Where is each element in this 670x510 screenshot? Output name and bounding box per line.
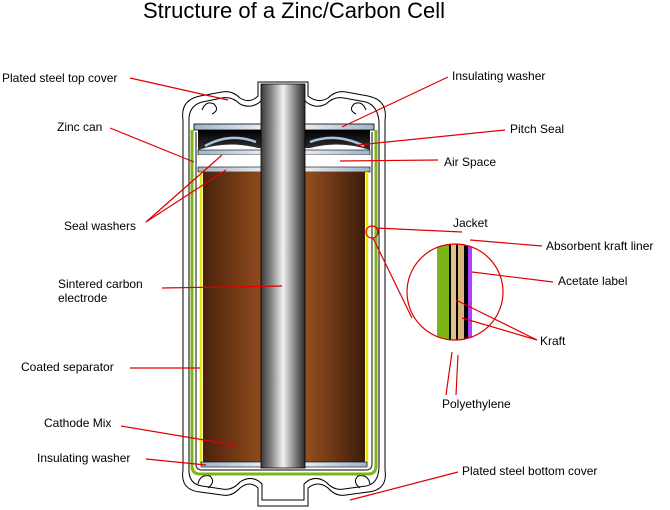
label-coated-separator: Coated separator bbox=[21, 360, 114, 374]
label-insulating-washer-bottom: Insulating washer bbox=[37, 451, 130, 465]
label-air-space: Air Space bbox=[444, 155, 496, 169]
label-zinc-can: Zinc can bbox=[57, 120, 102, 134]
label-polyethylene: Polyethylene bbox=[442, 397, 511, 411]
leader-zinc-can bbox=[109, 127, 195, 163]
detail-connector-upper bbox=[375, 227, 463, 233]
detail-zoom-circle bbox=[406, 243, 504, 341]
detail-polyethylene-2 bbox=[456, 244, 458, 340]
detail-kraft-2 bbox=[458, 244, 464, 340]
pitch-seal-highlight-right bbox=[309, 136, 365, 148]
leader-kraft-2 bbox=[461, 317, 538, 341]
label-jacket: Jacket bbox=[453, 216, 488, 230]
labels: Plated steel top cover Zinc can Seal was… bbox=[2, 69, 653, 501]
leader-absorbent-kraft-liner bbox=[469, 239, 543, 247]
diagram-title: Structure of a Zinc/Carbon Cell bbox=[143, 0, 445, 23]
detail-connector-lower bbox=[372, 237, 413, 319]
cell-body bbox=[182, 81, 386, 507]
detail-absorbent-liner bbox=[464, 244, 468, 340]
pitch-seal-highlight-left bbox=[204, 136, 257, 148]
leader-kraft-1 bbox=[455, 299, 538, 341]
label-bottom-cover: Plated steel bottom cover bbox=[462, 464, 597, 478]
leader-carbon-electrode bbox=[161, 285, 283, 289]
label-kraft: Kraft bbox=[540, 334, 566, 348]
zinc-can bbox=[195, 132, 373, 471]
label-acetate-label: Acetate label bbox=[558, 274, 627, 288]
leader-air-space bbox=[339, 159, 439, 162]
leader-top-cover bbox=[129, 77, 229, 101]
detail-acetate-label bbox=[468, 244, 472, 340]
leader-seal-washers-2 bbox=[145, 169, 227, 223]
leader-polyethylene-2 bbox=[455, 354, 459, 396]
leader-bottom-cover bbox=[349, 471, 459, 501]
label-cathode-mix: Cathode Mix bbox=[44, 416, 111, 430]
top-curl-left bbox=[201, 102, 218, 115]
jacket-detail-zoom bbox=[406, 243, 504, 341]
leader-acetate-label bbox=[471, 271, 554, 283]
detail-kraft-1 bbox=[451, 244, 456, 340]
label-pitch-seal: Pitch Seal bbox=[510, 122, 564, 136]
leader-seal-washers-1 bbox=[145, 154, 223, 223]
label-seal-washers: Seal washers bbox=[64, 219, 136, 233]
bottom-curl-left bbox=[197, 475, 214, 489]
label-insulating-washer-top: Insulating washer bbox=[452, 69, 545, 83]
top-curl-right bbox=[350, 102, 367, 115]
leader-insulating-washer-bottom bbox=[145, 458, 207, 466]
carbon-rod bbox=[260, 83, 306, 469]
label-absorbent-kraft-liner: Absorbent kraft liner bbox=[546, 239, 653, 253]
detail-polyethylene-1 bbox=[449, 244, 451, 340]
leader-pitch-seal bbox=[357, 129, 506, 146]
detail-zinc-layer bbox=[437, 244, 449, 340]
label-carbon-electrode-2: electrode bbox=[58, 291, 108, 305]
leader-polyethylene-1 bbox=[445, 351, 453, 396]
detail-marker-circle bbox=[365, 225, 379, 239]
bottom-curl-right bbox=[354, 475, 371, 489]
label-carbon-electrode-1: Sintered carbon bbox=[58, 277, 143, 291]
leader-insulating-washer-top bbox=[341, 76, 449, 128]
jacket-layer bbox=[190, 130, 378, 476]
leader-cathode-mix bbox=[120, 425, 241, 447]
label-top-cover: Plated steel top cover bbox=[2, 71, 117, 85]
